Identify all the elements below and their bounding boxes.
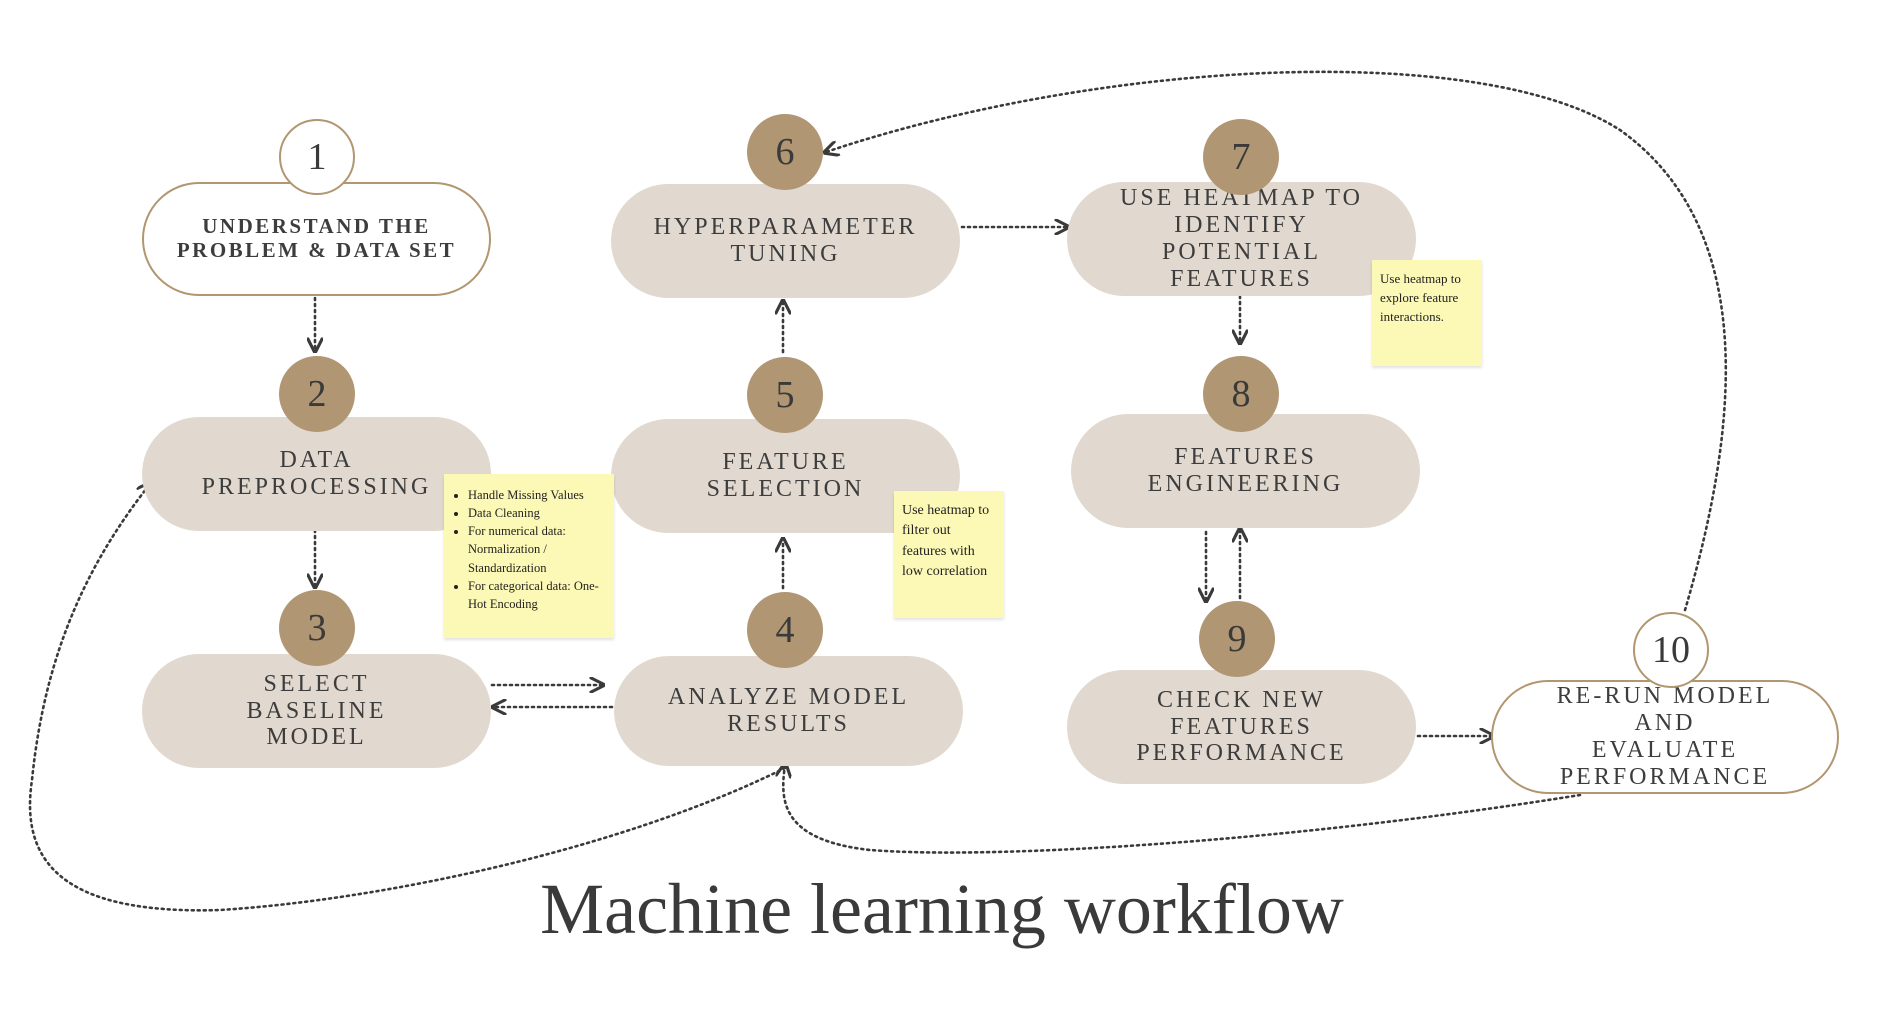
heatmap-note: Use heatmap to explore feature interacti…	[1372, 260, 1482, 366]
step-9-badge: 9	[1199, 601, 1275, 677]
step-9-label: CHECK NEW FEATURES PERFORMANCE	[1136, 686, 1347, 767]
feature-selection-note-text: Use heatmap to filter out features with …	[902, 503, 990, 579]
step-9-box: CHECK NEW FEATURES PERFORMANCE	[1067, 670, 1416, 784]
step-1-label: UNDERSTAND THE PROBLEM & DATA SET	[176, 214, 457, 262]
step-6-box: HYPERPARAMETER TUNING	[611, 184, 960, 298]
preprocessing-note-item: For categorical data: One-Hot Encoding	[468, 577, 606, 613]
step-7-label: USE HEATMAP TO IDENTIFY POTENTIAL FEATUR…	[1120, 185, 1363, 292]
step-10-label: RE-RUN MODEL AND EVALUATE PERFORMANCE	[1556, 683, 1774, 790]
step-10-box: RE-RUN MODEL AND EVALUATE PERFORMANCE	[1491, 680, 1839, 794]
step-6-badge: 6	[747, 114, 823, 190]
step-2-badge: 2	[279, 356, 355, 432]
step-8-label: FEATURES ENGINEERING	[1147, 444, 1344, 497]
step-5-badge: 5	[747, 357, 823, 433]
step-8-badge: 8	[1203, 356, 1279, 432]
preprocessing-note-item: For numerical data: Normalization / Stan…	[468, 522, 606, 576]
step-1-badge: 1	[279, 119, 355, 195]
step-10-badge: 10	[1633, 612, 1709, 688]
step-8-box: FEATURES ENGINEERING	[1071, 414, 1420, 528]
heatmap-note-text: Use heatmap to explore feature interacti…	[1380, 271, 1461, 324]
step-3-badge: 3	[279, 590, 355, 666]
step-1-box: UNDERSTAND THE PROBLEM & DATA SET	[142, 182, 491, 296]
diagram-title: Machine learning workflow	[540, 869, 1344, 949]
preprocessing-note-item: Data Cleaning	[468, 504, 606, 522]
step-6-label: HYPERPARAMETER TUNING	[653, 214, 918, 267]
step-4-badge: 4	[747, 592, 823, 668]
preprocessing-note-list: Handle Missing Values Data Cleaning For …	[452, 486, 606, 613]
preprocessing-note: Handle Missing Values Data Cleaning For …	[444, 474, 614, 638]
feature-selection-note: Use heatmap to filter out features with …	[894, 491, 1004, 618]
step-7-box: USE HEATMAP TO IDENTIFY POTENTIAL FEATUR…	[1067, 182, 1416, 296]
step-5-label: FEATURE SELECTION	[706, 449, 865, 502]
step-3-label: SELECT BASELINE MODEL	[246, 670, 387, 751]
step-4-label: ANALYZE MODEL RESULTS	[667, 684, 910, 737]
preprocessing-note-item: Handle Missing Values	[468, 486, 606, 504]
step-7-badge: 7	[1203, 119, 1279, 195]
step-2-box: DATA PREPROCESSING	[142, 417, 491, 531]
step-3-box: SELECT BASELINE MODEL	[142, 654, 491, 768]
step-2-label: DATA PREPROCESSING	[201, 447, 432, 500]
step-4-box: ANALYZE MODEL RESULTS	[614, 656, 963, 766]
